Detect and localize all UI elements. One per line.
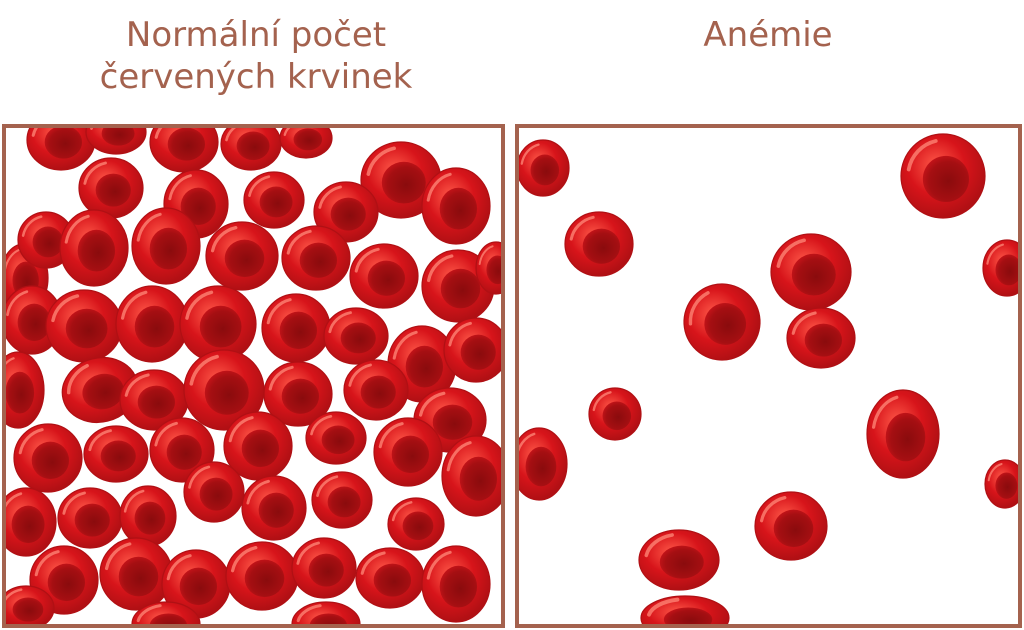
red-blood-cell-icon	[45, 289, 123, 363]
red-blood-cell-icon	[443, 317, 501, 383]
red-blood-cell-icon	[149, 128, 219, 173]
red-blood-cell-icon	[770, 233, 852, 311]
panel-normal-count	[2, 124, 505, 628]
red-blood-cell-icon	[343, 359, 409, 421]
red-blood-cell-icon	[421, 545, 491, 623]
red-blood-cell-icon	[373, 417, 443, 487]
red-blood-cell-icon	[305, 411, 367, 465]
red-blood-cell-icon	[223, 411, 293, 481]
red-blood-cell-icon	[6, 487, 57, 557]
red-blood-cell-icon	[131, 601, 201, 624]
panel-title-anemia: Anémie	[512, 14, 1024, 56]
red-blood-cell-icon	[640, 595, 730, 624]
red-blood-cell-icon	[225, 541, 299, 611]
panel-anemia	[515, 124, 1022, 628]
red-blood-cell-icon	[475, 241, 501, 295]
red-blood-cell-icon	[57, 487, 123, 549]
red-blood-cell-icon	[61, 357, 139, 423]
red-blood-cell-icon	[83, 425, 149, 483]
red-blood-cell-icon	[6, 351, 45, 429]
red-blood-cell-icon	[13, 423, 83, 493]
red-blood-cell-icon	[6, 585, 55, 624]
red-blood-cell-icon	[754, 491, 828, 561]
red-blood-cell-icon	[441, 435, 501, 517]
panel-title-normal-line-2: červených krvinek	[99, 57, 413, 97]
red-blood-cell-icon	[281, 225, 351, 291]
red-blood-cell-icon	[900, 133, 986, 219]
red-blood-cell-icon	[387, 497, 445, 551]
red-blood-cell-icon	[519, 427, 568, 501]
red-blood-cell-icon	[564, 211, 634, 277]
anemia-cells-canvas	[519, 133, 1018, 624]
red-blood-cell-icon	[243, 171, 305, 229]
red-blood-cell-icon	[115, 285, 189, 363]
red-blood-cell-icon	[99, 537, 173, 611]
red-blood-cell-icon	[683, 283, 761, 361]
red-blood-cell-icon	[638, 529, 720, 591]
red-blood-cell-icon	[261, 293, 331, 363]
red-blood-cell-icon	[131, 207, 201, 285]
red-blood-cell-icon	[241, 475, 307, 541]
red-blood-cell-icon	[119, 369, 189, 431]
red-blood-cell-icon	[85, 128, 147, 155]
red-blood-cell-icon	[279, 128, 333, 159]
red-blood-cell-icon	[786, 307, 856, 369]
red-blood-cell-icon	[421, 167, 491, 245]
red-blood-cell-icon	[866, 389, 940, 479]
red-blood-cell-icon	[78, 157, 144, 219]
red-blood-cell-icon	[119, 485, 177, 547]
red-blood-cell-icon	[519, 139, 570, 197]
red-blood-cell-icon	[982, 239, 1018, 297]
red-blood-cell-icon	[291, 601, 361, 624]
red-blood-cell-icon	[205, 221, 279, 291]
panel-title-anemia-line-1: Anémie	[703, 15, 833, 55]
panel-title-normal-line-1: Normální počet	[125, 15, 387, 55]
red-blood-cell-icon	[183, 349, 265, 431]
panel-title-normal: Normální počet červených krvinek	[0, 14, 512, 98]
red-blood-cell-icon	[984, 459, 1018, 509]
red-blood-cell-icon	[311, 471, 373, 529]
red-blood-cell-icon	[263, 361, 333, 427]
red-blood-cell-icon	[26, 128, 96, 171]
red-blood-cell-icon	[183, 461, 245, 523]
red-blood-cell-icon	[323, 307, 389, 365]
red-blood-cell-icon	[588, 387, 642, 441]
red-blood-cell-icon	[220, 128, 282, 171]
red-blood-cell-icon	[59, 209, 129, 287]
red-blood-cell-icon	[349, 243, 419, 309]
red-blood-cell-icon	[291, 537, 357, 599]
red-blood-cell-icon	[179, 285, 257, 363]
red-blood-cell-icon	[360, 141, 442, 219]
red-blood-cell-icon	[355, 547, 425, 609]
normal-cells-canvas	[6, 128, 501, 624]
